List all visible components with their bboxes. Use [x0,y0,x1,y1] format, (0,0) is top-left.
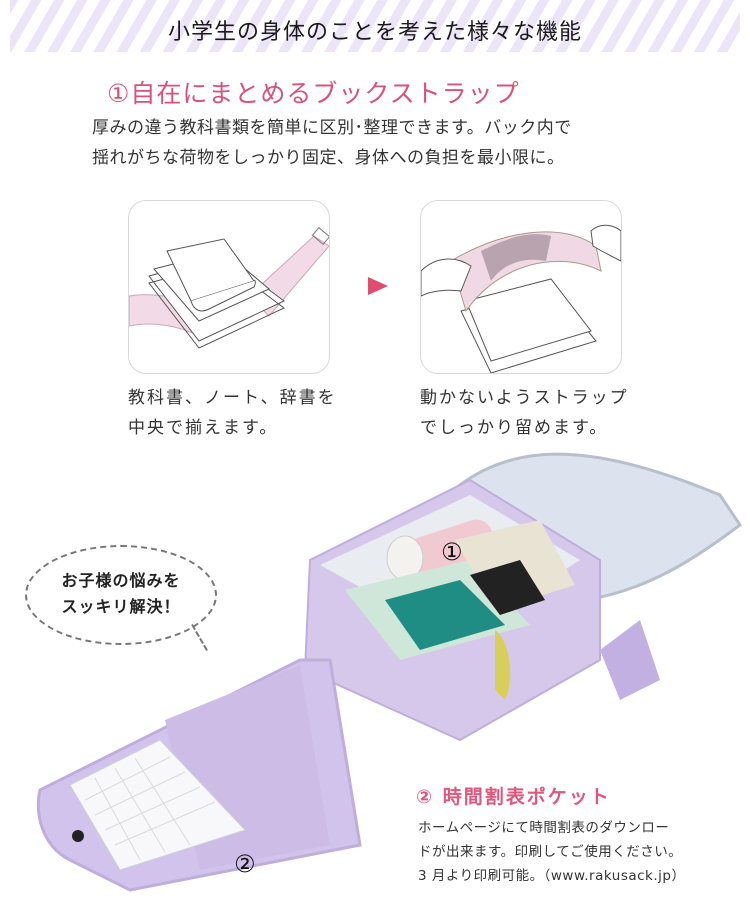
step1-caption-line: 教科書、ノート、辞書を [128,388,337,408]
step1-caption: 教科書、ノート、辞書を 中央で揃えます。 [128,383,337,443]
section2-description-line: 3 月より印刷可能。（www.rakusack.jp） [418,868,686,884]
hands-strap-icon [421,224,621,373]
speech-bubble-text: お子様の悩みを スッキリ解決！ [25,568,217,620]
step2-caption-line: 動かないようストラップ [420,388,629,408]
header-striped-band [10,0,740,52]
section1-description-line: 揺れがちな荷物をしっかり固定、身体への負担を最小限に。 [92,148,565,168]
section2-description-line: ドが出来ます。印刷してご使用ください。 [418,844,683,860]
marker-2: ② [234,850,256,878]
play-arrow-icon [368,277,388,295]
speech-bubble-line: スッキリ解決！ [61,597,181,616]
speech-bubble [25,545,217,645]
section2-description: ホームページにて時間割表のダウンロー ドが出来ます。印刷してご使用ください。 3… [418,816,685,888]
page-title: 小学生の身体のことを考えた様々な機能 [167,20,582,45]
section1-description: 厚みの違う教科書類を簡単に区別･整理できます。バック内で 揺れがちな荷物をしっか… [92,113,572,173]
section1-title: ①自在にまとめるブックストラップ [107,79,520,108]
marker-1: ① [441,538,463,566]
speech-bubble-line: お子様の悩みを [61,571,181,590]
section2-description-line: ホームページにて時間割表のダウンロー [418,820,670,836]
strap-fastening-illustration [420,200,622,374]
section1-description-line: 厚みの違う教科書類を簡単に区別･整理できます。バック内で [92,118,572,138]
step1-caption-line: 中央で揃えます。 [128,418,279,438]
section2-title: ② 時間割表ポケット [416,786,611,808]
step2-caption: 動かないようストラップ でしっかり留めます。 [420,383,629,443]
books-icon [129,226,329,349]
stacked-books-illustration [128,200,330,374]
step2-caption-line: でしっかり留めます。 [420,418,609,438]
